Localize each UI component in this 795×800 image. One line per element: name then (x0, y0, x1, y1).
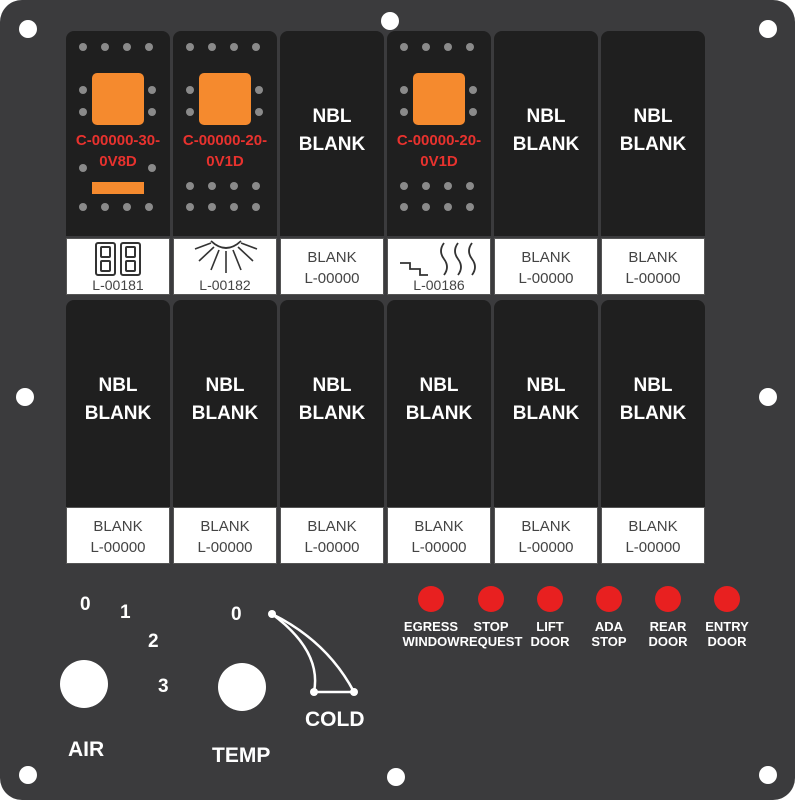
mounting-hole (387, 768, 405, 786)
lift-door-led (537, 586, 563, 612)
mounting-hole (381, 12, 399, 30)
air-position-2: 2 (148, 631, 159, 652)
mounting-hole (16, 388, 34, 406)
switch-label-6: BLANK L-00000 (601, 238, 705, 295)
label-code: L-00181 (92, 277, 144, 293)
seat-icon (95, 242, 141, 276)
mounting-hole (759, 388, 777, 406)
air-position-0: 0 (80, 594, 91, 615)
temp-range-arc (268, 610, 358, 696)
label-code: L-00186 (413, 277, 465, 293)
stop-request-led (478, 586, 504, 612)
air-position-1: 1 (120, 602, 131, 623)
air-label: AIR (68, 738, 105, 761)
label-code: L-00182 (199, 277, 251, 293)
switch-label-3: BLANK L-00000 (280, 238, 384, 295)
rocker-switch-1[interactable]: C-00000-30-0V8D (66, 31, 170, 236)
part-code: C-00000-20-0V1D (396, 132, 482, 170)
switch-label-4: L-00186 (387, 238, 491, 295)
egress-window-led (418, 586, 444, 612)
switch-label-5: BLANK L-00000 (494, 238, 598, 295)
sun-icon (194, 240, 258, 273)
entry-door-led (714, 586, 740, 612)
heat-stairs-icon (400, 242, 476, 276)
mounting-hole (759, 766, 777, 784)
switch-label-1: L-00181 (66, 238, 170, 295)
mounting-hole (759, 20, 777, 38)
part-code: C-00000-30-0V8D (75, 132, 161, 170)
rear-door-led (655, 586, 681, 612)
temp-position-0: 0 (231, 604, 242, 625)
indicator-lamp (413, 73, 465, 125)
indicator-bar (92, 182, 144, 194)
temp-label: TEMP (212, 744, 271, 767)
temp-cold-label: COLD (305, 708, 365, 731)
part-code: C-00000-20-0V1D (182, 132, 268, 170)
rocker-switch-2[interactable]: C-00000-20-0V1D (173, 31, 277, 236)
indicator-lamp (92, 73, 144, 125)
temp-knob[interactable] (218, 663, 266, 711)
ada-stop-led (596, 586, 622, 612)
rocker-switch-4[interactable]: C-00000-20-0V1D (387, 31, 491, 236)
switch-label-2: L-00182 (173, 238, 277, 295)
air-knob[interactable] (60, 660, 108, 708)
mounting-hole (19, 766, 37, 784)
indicator-lamp (199, 73, 251, 125)
mounting-hole (19, 20, 37, 38)
air-position-3: 3 (158, 676, 169, 697)
